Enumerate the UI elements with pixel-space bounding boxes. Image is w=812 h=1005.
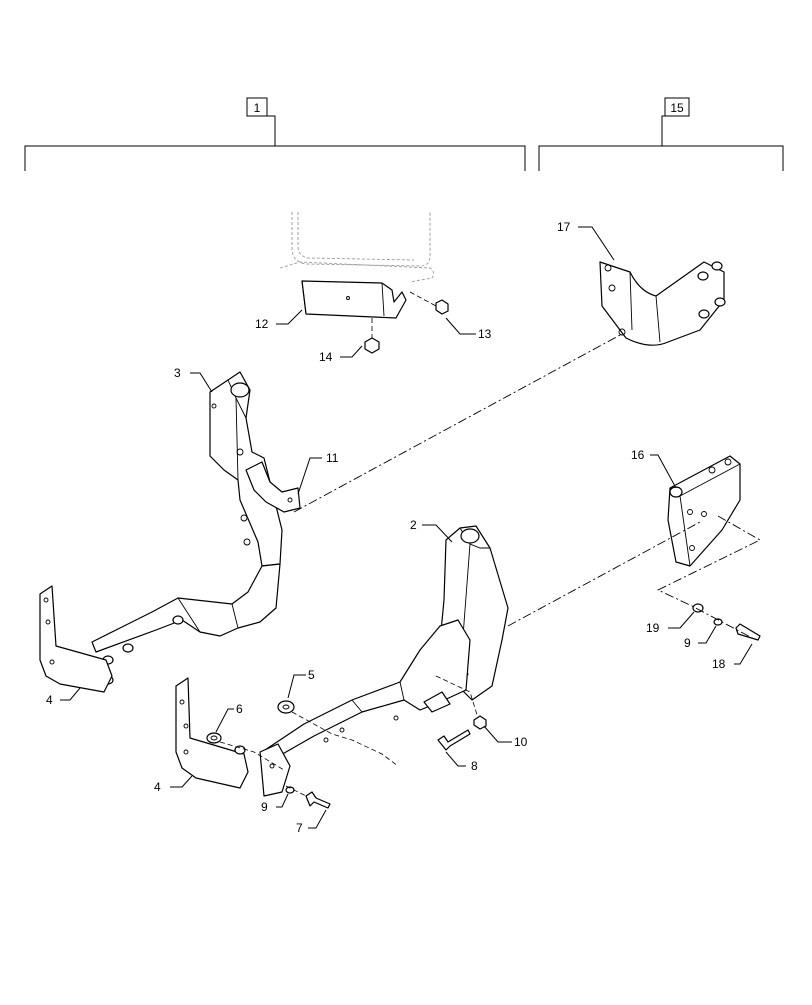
callout-6: 6 — [236, 702, 243, 716]
callout-14: 14 — [319, 350, 333, 364]
callout-16: 16 — [631, 448, 645, 462]
callout-7: 7 — [296, 821, 303, 835]
assembly-line-10 — [435, 675, 479, 719]
part-4-upper-mount — [39, 585, 113, 693]
callout-4-lower: 4 — [154, 780, 161, 794]
part-13-center-line — [409, 291, 437, 307]
part-3-upright — [209, 371, 283, 567]
part-5-bushing — [277, 700, 295, 714]
part-13-nut — [435, 299, 449, 315]
assembly-line-5 — [291, 711, 399, 767]
part-10-nut — [473, 715, 487, 730]
part-18-bolt — [735, 623, 761, 641]
cab-outline — [279, 212, 435, 283]
assembly-line-11-to-17 — [293, 333, 623, 513]
callout-17: 17 — [557, 220, 571, 234]
part-14-nut — [364, 337, 380, 354]
callout-11: 11 — [326, 451, 339, 465]
callout-5: 5 — [308, 668, 315, 682]
assembly-line-16-fasteners — [656, 515, 761, 641]
group-1-label: 1 — [254, 101, 261, 115]
callout-10: 10 — [514, 735, 528, 749]
part-16-plate — [667, 455, 741, 567]
callout-12: 12 — [255, 317, 269, 331]
group-15-box — [664, 97, 690, 117]
assembly-line-6 — [219, 741, 285, 771]
callout-19: 19 — [646, 621, 660, 635]
part-17-bracket — [599, 261, 726, 346]
assembly-line-7 — [285, 785, 307, 797]
group-15-bracket: 15 — [538, 97, 784, 171]
callout-9-right: 9 — [684, 636, 691, 650]
callout-18: 18 — [712, 657, 726, 671]
callout-13: 13 — [478, 327, 492, 341]
part-11-plate — [245, 461, 301, 513]
part-8-bolt — [437, 729, 471, 751]
left-support-arm — [91, 563, 281, 685]
part-6-bushing — [206, 732, 222, 744]
callout-8: 8 — [471, 759, 478, 773]
callout-2: 2 — [410, 518, 417, 532]
callout-3: 3 — [174, 366, 181, 380]
group-1-bracket: 1 — [24, 97, 526, 171]
group-15-label: 15 — [670, 101, 684, 115]
group-1-box — [246, 97, 268, 117]
mount-plate-lower — [259, 743, 291, 797]
part-12-bracket — [301, 280, 407, 319]
part-19-washer — [692, 603, 704, 613]
assembly-line-2-to-16 — [507, 521, 701, 627]
callout-9-lower: 9 — [261, 800, 268, 814]
part-4-lower-mount — [175, 677, 249, 789]
part-7-bolt — [305, 791, 331, 809]
lower-support-arm — [261, 619, 471, 761]
callout-4-upper: 4 — [46, 693, 53, 707]
